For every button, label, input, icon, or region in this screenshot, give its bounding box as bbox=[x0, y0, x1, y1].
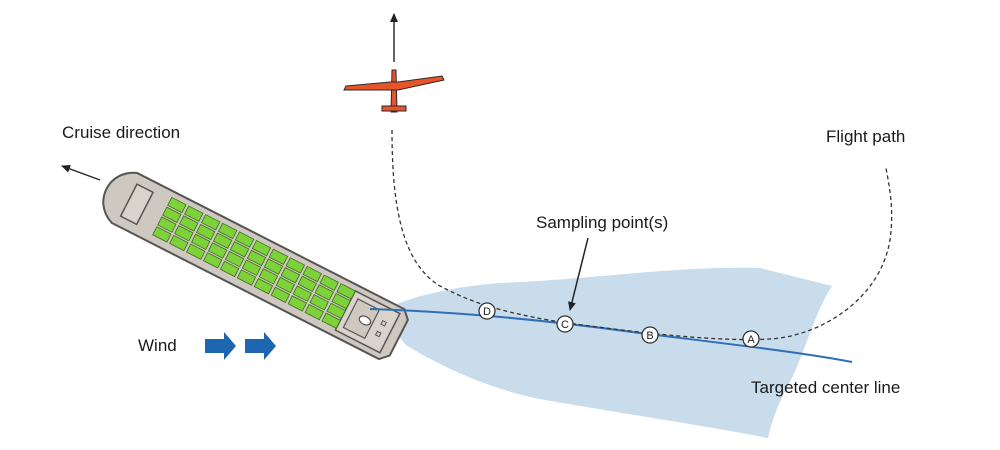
container-block bbox=[302, 265, 322, 283]
container-block bbox=[314, 284, 334, 301]
container-block bbox=[268, 248, 289, 265]
container-block bbox=[229, 241, 250, 258]
flight-path-label: Flight path bbox=[826, 127, 906, 146]
container-block bbox=[258, 268, 279, 285]
ship-funnel bbox=[358, 315, 372, 326]
container-block bbox=[280, 267, 301, 284]
ship-icon bbox=[102, 171, 409, 361]
container-block bbox=[152, 226, 172, 243]
sampling-point-c: C bbox=[556, 315, 574, 333]
container-block bbox=[275, 276, 296, 294]
container-block bbox=[331, 292, 351, 310]
container-block bbox=[224, 250, 245, 268]
container-block bbox=[326, 302, 346, 320]
container-block bbox=[234, 231, 255, 248]
container-block bbox=[304, 303, 324, 321]
container-block bbox=[207, 242, 228, 259]
sampling-point-label: B bbox=[646, 330, 653, 342]
flight-path bbox=[391, 129, 893, 341]
wind-label: Wind bbox=[138, 336, 177, 355]
sampling-points-label: Sampling point(s) bbox=[536, 213, 669, 232]
container-block bbox=[251, 239, 272, 257]
sampling-point-label: C bbox=[561, 319, 569, 331]
targeted-center-line bbox=[369, 308, 853, 363]
container-block bbox=[287, 295, 308, 312]
container-block bbox=[236, 269, 257, 286]
ship-bow-deck bbox=[119, 183, 155, 226]
ship-vent-1 bbox=[380, 319, 388, 327]
aircraft-icon bbox=[343, 69, 445, 113]
container-block bbox=[169, 234, 189, 252]
ship-vent-2 bbox=[374, 330, 382, 338]
container-block bbox=[285, 257, 306, 274]
container-block bbox=[246, 249, 267, 267]
sampling-point-d: D bbox=[478, 302, 496, 320]
container-block bbox=[174, 225, 194, 242]
container-block bbox=[241, 259, 262, 276]
sampling-point-callout-arrow bbox=[568, 237, 589, 311]
container-block bbox=[191, 233, 211, 251]
container-block bbox=[186, 243, 206, 260]
container-block bbox=[217, 222, 238, 240]
sampling-point-a: A bbox=[742, 330, 760, 348]
container-block bbox=[162, 206, 182, 223]
targeted-center-line-label: Targeted center line bbox=[751, 378, 901, 397]
sampling-point-b: B bbox=[641, 326, 659, 344]
container-block bbox=[167, 196, 187, 214]
container-block bbox=[253, 277, 274, 295]
wind-arrow-icon bbox=[245, 332, 276, 360]
container-grid bbox=[152, 196, 356, 329]
container-block bbox=[263, 258, 284, 275]
container-block bbox=[297, 275, 317, 292]
container-block bbox=[270, 286, 291, 303]
container-block bbox=[184, 205, 204, 222]
container-block bbox=[321, 312, 341, 329]
container-block bbox=[195, 223, 216, 241]
container-block bbox=[292, 285, 312, 302]
cruise-direction-label: Cruise direction bbox=[62, 123, 181, 142]
container-block bbox=[219, 260, 240, 278]
container-block bbox=[309, 294, 329, 311]
container-block bbox=[319, 274, 339, 291]
container-block bbox=[336, 283, 356, 300]
container-block bbox=[157, 216, 177, 233]
exhaust-plume bbox=[378, 267, 832, 438]
sampling-point-label: D bbox=[483, 306, 491, 318]
sampling-point-label: A bbox=[747, 334, 755, 346]
container-block bbox=[202, 252, 223, 269]
wind-arrow-icon bbox=[205, 332, 236, 360]
container-block bbox=[200, 214, 221, 231]
cruise-direction-arrow bbox=[61, 165, 101, 181]
container-block bbox=[179, 215, 199, 232]
container-block bbox=[212, 232, 233, 249]
